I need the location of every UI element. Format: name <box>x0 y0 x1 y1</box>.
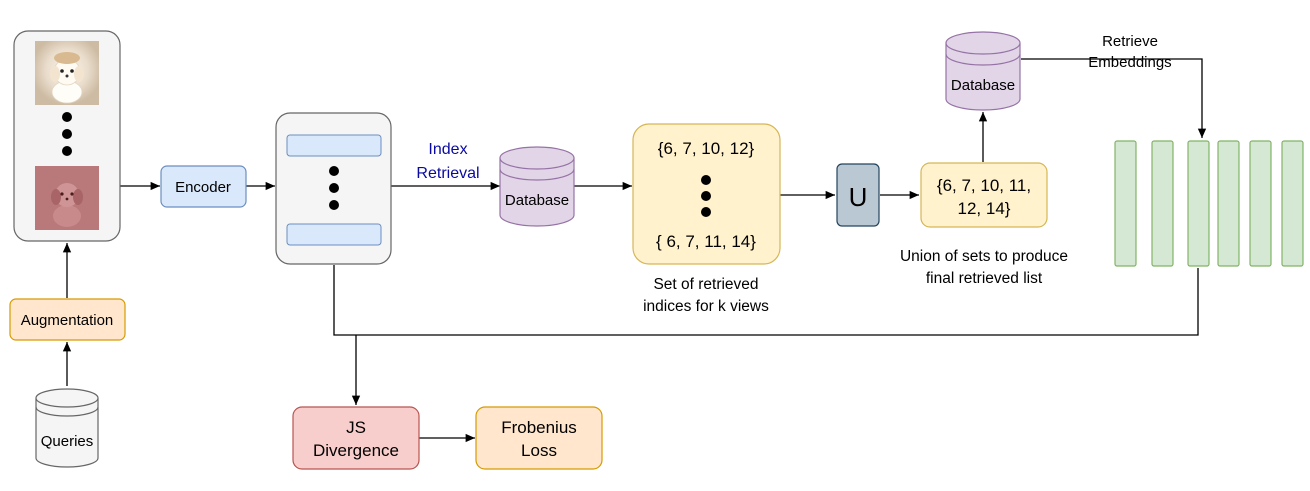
retrieved-embedding-bar <box>1281 140 1304 267</box>
ellipsis-dots-sets <box>701 175 711 217</box>
embeddings-container <box>275 112 392 265</box>
union-label: U <box>849 182 868 212</box>
database-node-2: Database <box>945 31 1021 111</box>
retrieved-embedding-bar <box>1151 140 1174 267</box>
union-set-node: {6, 7, 10, 11, 12, 14} <box>920 162 1048 228</box>
svg-text:Union of sets to produce: Union of sets to produce <box>900 248 1068 265</box>
retrieve-embeddings-label: Retrieve Embeddings <box>1088 33 1171 71</box>
index-retrieval-label: Index Retrieval <box>416 141 479 182</box>
svg-text:Frobenius: Frobenius <box>501 418 577 437</box>
retrieved-embeddings <box>1114 140 1304 267</box>
svg-text:indices for k views: indices for k views <box>643 298 769 315</box>
dog-image-augmented <box>35 166 99 230</box>
retrieved-embedding-bar <box>1187 140 1210 267</box>
dog-image-original <box>35 41 99 105</box>
set-top-label: {6, 7, 10, 12} <box>658 139 755 158</box>
svg-text:Index: Index <box>428 141 467 158</box>
augmentation-node: Augmentation <box>9 298 126 341</box>
queries-label: Queries <box>41 433 94 450</box>
svg-text:Loss: Loss <box>521 441 557 460</box>
database-label-1: Database <box>505 192 569 209</box>
svg-text:12, 14}: 12, 14} <box>958 199 1011 218</box>
augmentation-label: Augmentation <box>21 312 114 329</box>
svg-text:Set of retrieved: Set of retrieved <box>653 276 758 293</box>
frobenius-loss-node: Frobenius Loss <box>475 406 603 470</box>
database-label-2: Database <box>951 77 1015 94</box>
svg-text:Divergence: Divergence <box>313 441 399 460</box>
svg-text:{6, 7, 10, 11,: {6, 7, 10, 11, <box>937 176 1031 195</box>
svg-text:final retrieved list: final retrieved list <box>926 270 1043 287</box>
arrow-database-to-embeddings <box>1021 58 1207 138</box>
retrieved-sets-node: {6, 7, 10, 12} { 6, 7, 11, 14} <box>632 123 781 265</box>
union-caption: Union of sets to produce final retrieved… <box>900 248 1068 287</box>
retrieved-embedding-bar <box>1114 140 1137 267</box>
svg-text:Retrieval: Retrieval <box>416 165 479 182</box>
js-divergence-node: JS Divergence <box>292 406 420 470</box>
retrieved-embedding-bar <box>1217 140 1240 267</box>
encoder-label: Encoder <box>175 179 231 196</box>
svg-text:Embeddings: Embeddings <box>1088 54 1171 71</box>
encoder-node: Encoder <box>160 165 247 208</box>
set-caption: Set of retrieved indices for k views <box>643 276 769 315</box>
augmented-image-stack <box>13 30 121 242</box>
svg-text:Retrieve: Retrieve <box>1102 33 1158 50</box>
union-node: U <box>836 163 880 227</box>
svg-text:JS: JS <box>346 418 366 437</box>
queries-database: Queries <box>35 388 99 468</box>
retrieved-embedding-bar <box>1249 140 1272 267</box>
embedding-bar-bottom <box>286 223 382 246</box>
connectors <box>62 58 1207 443</box>
feedback-line <box>333 265 1199 336</box>
database-node-1: Database <box>499 146 575 227</box>
ellipsis-dots-images <box>62 112 72 156</box>
embedding-bar-top <box>286 134 382 157</box>
set-bottom-label: { 6, 7, 11, 14} <box>656 232 756 251</box>
ellipsis-dots-embeddings <box>329 166 339 210</box>
